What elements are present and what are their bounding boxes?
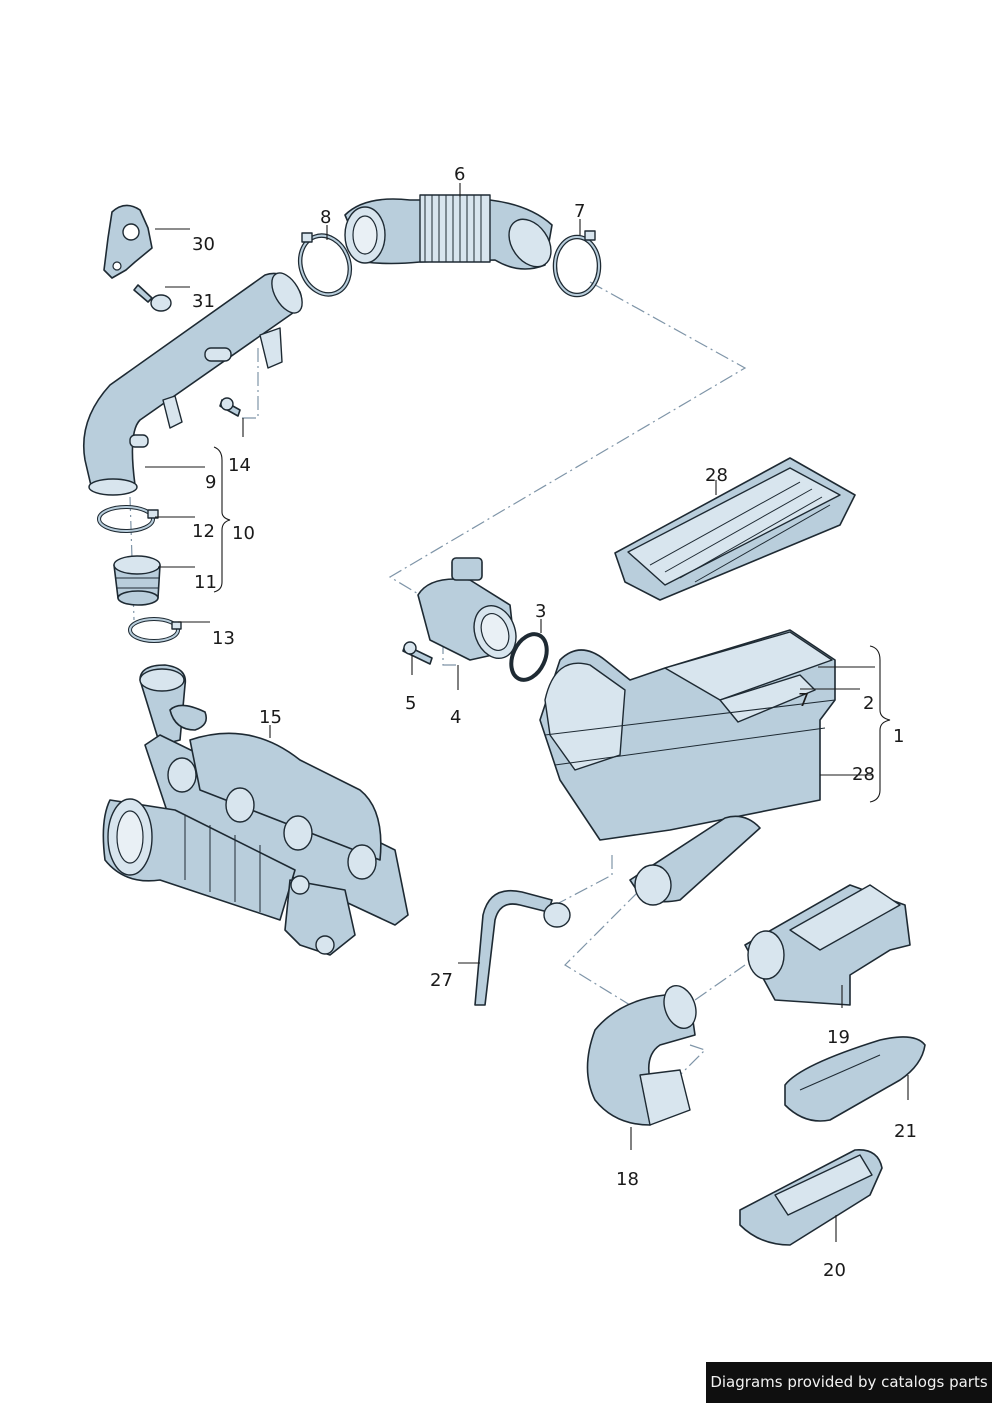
callout-7-housing: 7 [798, 690, 809, 711]
callout-5: 5 [405, 693, 416, 714]
clamp-13 [128, 617, 182, 643]
duct-elbow-18 [586, 984, 697, 1126]
callout-18: 18 [616, 1169, 639, 1190]
callout-30: 30 [192, 234, 215, 255]
coupling-11 [113, 555, 161, 606]
callout-4: 4 [450, 707, 461, 728]
callout-6: 6 [454, 164, 465, 185]
callout-2: 2 [863, 693, 874, 714]
cover-21 [784, 1036, 926, 1122]
callout-21: 21 [894, 1121, 917, 1142]
clamp-8 [297, 232, 353, 297]
attribution-footer: Diagrams provided by catalogs parts [706, 1362, 992, 1403]
callout-8: 8 [320, 207, 331, 228]
callout-7-clamp: 7 [574, 201, 585, 222]
bolt-31 [133, 284, 172, 312]
clamp-7 [552, 230, 602, 298]
callout-27: 27 [430, 970, 453, 991]
callout-10: 10 [232, 523, 255, 544]
bolt-5 [402, 641, 433, 665]
callout-3: 3 [535, 601, 546, 622]
air-flow-sensor-4 [417, 557, 517, 661]
guide-20 [739, 1149, 883, 1246]
callout-20: 20 [823, 1260, 846, 1281]
callout-13: 13 [212, 628, 235, 649]
callout-31: 31 [192, 291, 215, 312]
leader-lines [145, 183, 909, 1242]
air-filter-housing-1 [539, 629, 836, 906]
intake-hose-6 [344, 194, 553, 270]
callout-28-filter: 28 [705, 465, 728, 486]
turbocharger-manifold-15 [102, 664, 409, 956]
callout-1: 1 [893, 726, 904, 747]
filter-element-28 [614, 457, 856, 601]
bolt-14 [219, 397, 241, 417]
drain-hose-27 [474, 890, 571, 1006]
callout-12: 12 [192, 521, 215, 542]
clamp-12 [97, 505, 159, 533]
callout-15: 15 [259, 707, 282, 728]
callout-9: 9 [205, 472, 216, 493]
callout-14: 14 [228, 455, 251, 476]
callout-labels: 30 31 14 9 12 10 11 13 8 6 7 28 3 5 4 15… [192, 164, 917, 1281]
air-duct-19 [744, 884, 911, 1006]
o-ring-3 [509, 632, 549, 682]
callout-11: 11 [194, 572, 217, 593]
bracket-30 [103, 204, 153, 279]
callout-19: 19 [827, 1027, 850, 1048]
callout-28-housing: 28 [852, 764, 875, 785]
charge-pipe-9 [82, 272, 303, 496]
